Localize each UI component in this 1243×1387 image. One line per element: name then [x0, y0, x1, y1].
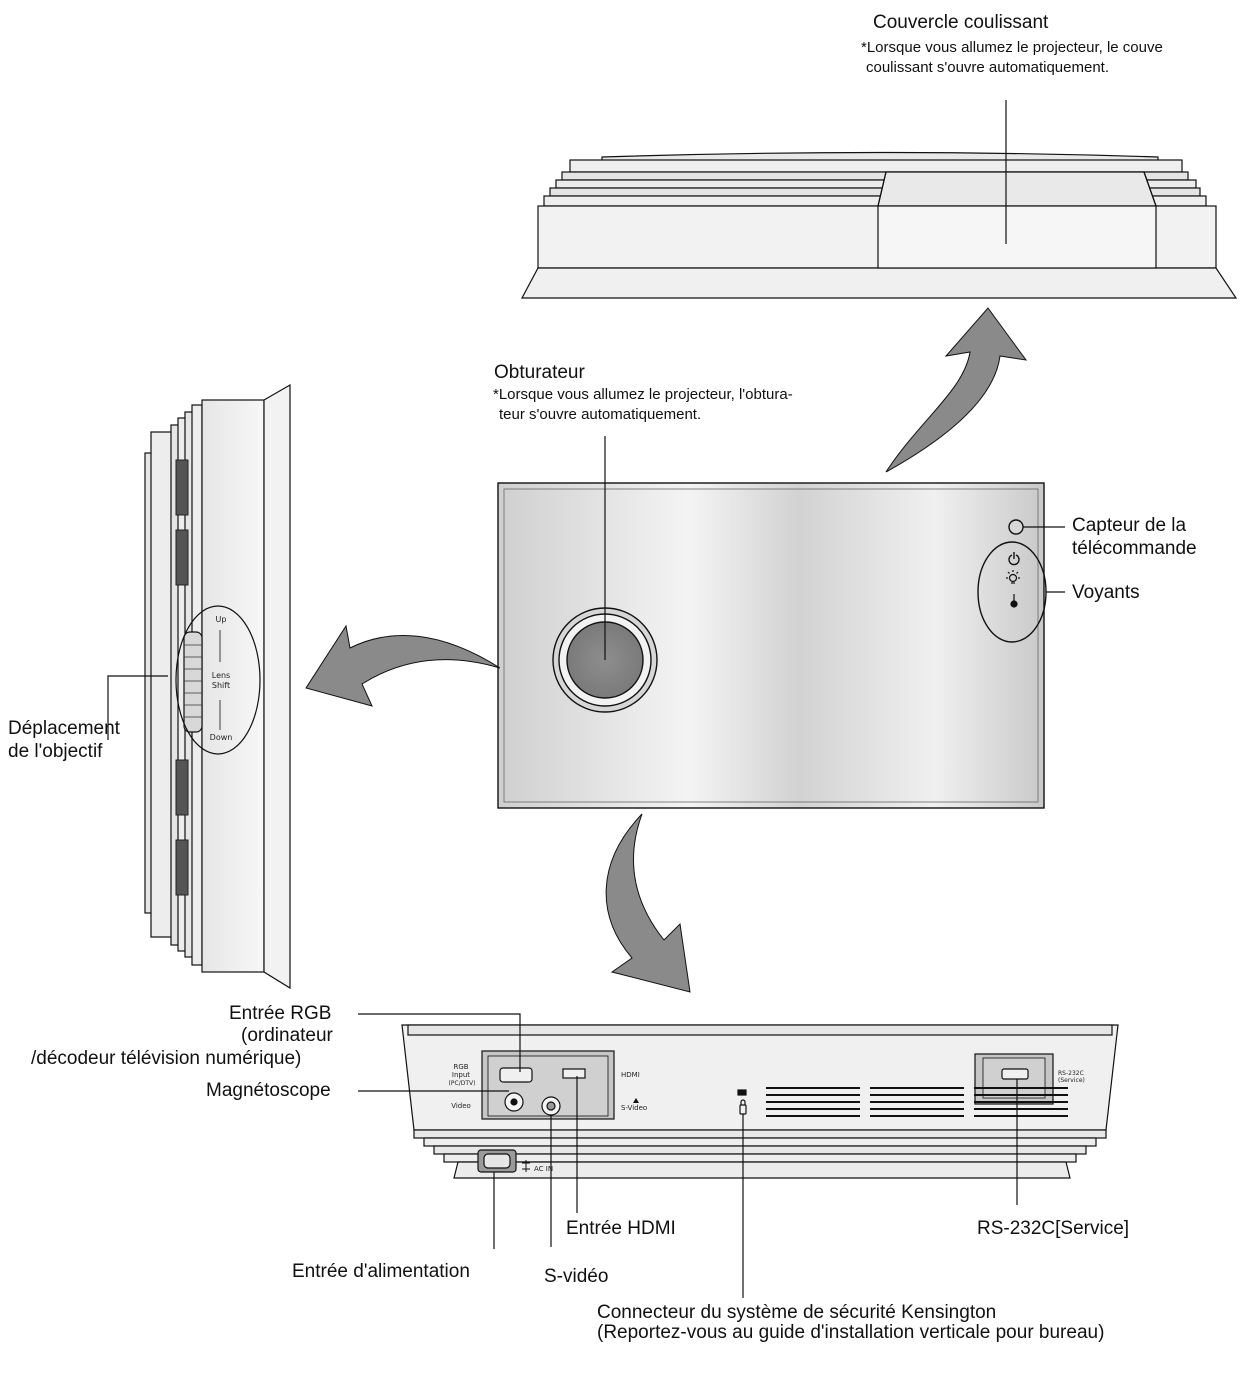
rear-rgb-text-2: Input: [452, 1071, 470, 1079]
svideo-arrow-mark: [633, 1098, 639, 1103]
s-video-label: S-vidéo: [544, 1266, 609, 1287]
leader-lines: [107, 100, 1065, 1298]
rgb-input-label-line1: Entrée RGB: [229, 1003, 332, 1024]
rear-rgb-text-1: RGB: [453, 1063, 468, 1071]
rgb-input-label-line2: (ordinateur: [241, 1025, 333, 1046]
side-view: [144, 383, 291, 990]
rear-rgb-text-3: (PC/DTV): [449, 1080, 476, 1087]
arrow-to-side-view: [305, 624, 501, 707]
rear-acin-text: AC IN: [534, 1165, 553, 1173]
kensington-label-line2: (Reportez-vous au guide d'installation v…: [597, 1322, 1105, 1343]
vcr-label: Magnétoscope: [206, 1080, 331, 1101]
rear-rs232-text-2: (Service): [1058, 1077, 1085, 1084]
shutter-label: Obturateur: [494, 362, 585, 383]
arrow-to-top-view: [885, 307, 1028, 473]
remote-sensor-label-line2: télécommande: [1072, 538, 1197, 559]
lamp-icon: [1006, 570, 1020, 584]
rear-svideo-text: S-Video: [621, 1104, 647, 1112]
rear-video-text: Video: [451, 1102, 471, 1110]
hdmi-input-label: Entrée HDMI: [566, 1218, 676, 1239]
top-view: [521, 151, 1238, 299]
rear-rs232-text-1: RS-232C: [1058, 1070, 1084, 1077]
remote-sensor-label-line1: Capteur de la: [1072, 515, 1187, 536]
side-up-text: Up: [216, 615, 227, 624]
rs232-label: RS-232C[Service]: [977, 1218, 1130, 1239]
temperature-icon: [1010, 594, 1018, 608]
side-shift-text: Shift: [212, 681, 230, 690]
indicators-label: Voyants: [1072, 582, 1140, 603]
kensington-label-line1: Connecteur du système de sécurité Kensin…: [597, 1302, 997, 1323]
rgb-input-label-line3: /décodeur télévision numérique): [31, 1048, 302, 1069]
rear-view: [401, 1024, 1119, 1179]
sliding-cover-label: Couvercle coulissant: [873, 12, 1049, 33]
lens-shift-label-line2: de l'objectif: [8, 741, 103, 762]
side-down-text: Down: [210, 733, 233, 742]
lens-shift-label-line1: Déplacement: [8, 718, 120, 739]
arrow-to-rear-view: [605, 813, 691, 993]
shutter-note-line1: *Lorsque vous allumez le projecteur, l'o…: [493, 386, 793, 403]
ac-plug-icon: [522, 1160, 530, 1172]
power-input-label: Entrée d'alimentation: [292, 1261, 470, 1282]
sliding-cover-note-line2: coulissant s'ouvre automatiquement.: [866, 59, 1109, 76]
sliding-cover-note-line1: *Lorsque vous allumez le projecteur, le …: [861, 39, 1163, 56]
power-icon: [1008, 552, 1020, 566]
rear-hdmi-text: HDMI: [621, 1071, 640, 1079]
front-view: [497, 482, 1047, 809]
shutter-note-line2: teur s'ouvre automatiquement.: [499, 406, 702, 423]
side-lens-text: Lens: [212, 671, 230, 680]
